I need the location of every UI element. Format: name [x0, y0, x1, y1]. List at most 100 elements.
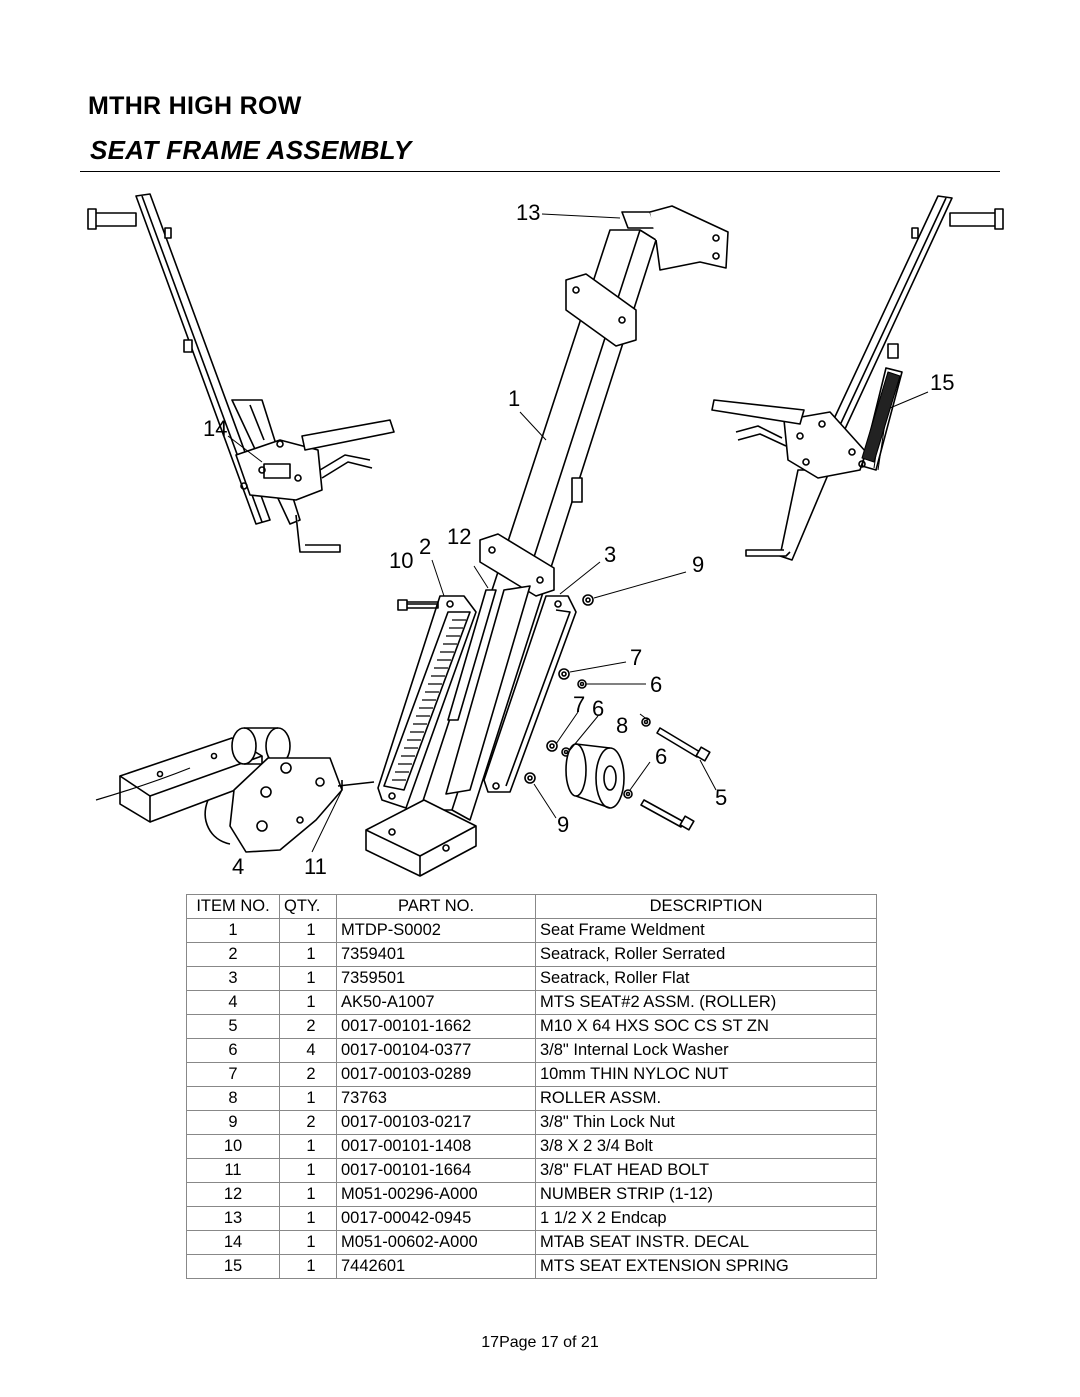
qty: 1 — [279, 918, 337, 943]
leader-lines — [227, 213, 929, 853]
part-no: 7359401 — [336, 942, 536, 967]
description: Seatrack, Roller Flat — [535, 966, 877, 991]
description: 3/8" Internal Lock Washer — [535, 1038, 877, 1063]
qty: 1 — [279, 1086, 337, 1111]
part-no: 0017-00101-1662 — [336, 1014, 536, 1039]
item-no: 12 — [186, 1182, 280, 1207]
item-no: 5 — [186, 1014, 280, 1039]
callout-11: 11 — [304, 854, 327, 879]
right-frame-view — [711, 195, 1004, 561]
item-no: 2 — [186, 942, 280, 967]
flat-seatrack — [445, 585, 577, 795]
callout-14: 14 — [203, 416, 227, 441]
part-no: MTDP-S0002 — [336, 918, 536, 943]
part-no: 7359501 — [336, 966, 536, 991]
description: 3/8" Thin Lock Nut — [535, 1110, 877, 1135]
roller-seat-assembly — [95, 727, 375, 853]
callout-6-upper: 6 — [650, 672, 662, 697]
header-divider — [80, 171, 1000, 172]
part-no: 0017-00104-0377 — [336, 1038, 536, 1063]
description: NUMBER STRIP (1-12) — [535, 1182, 877, 1207]
item-no: 10 — [186, 1134, 280, 1159]
part-no: 0017-00042-0945 — [336, 1206, 536, 1231]
callout-10: 10 — [389, 548, 413, 573]
left-frame-view — [87, 193, 395, 553]
item-no: 14 — [186, 1230, 280, 1255]
description: Seat Frame Weldment — [535, 918, 877, 943]
qty: 1 — [279, 1158, 337, 1183]
item-no: 8 — [186, 1086, 280, 1111]
qty: 2 — [279, 1110, 337, 1135]
part-no: 0017-00101-1408 — [336, 1134, 536, 1159]
callout-7-upper: 7 — [630, 645, 642, 670]
item-no: 11 — [186, 1158, 280, 1183]
part-no: AK50-A1007 — [336, 990, 536, 1015]
description: Seatrack, Roller Serrated — [535, 942, 877, 967]
callout-12: 12 — [447, 524, 471, 549]
item-no: 3 — [186, 966, 280, 991]
description: 1 1/2 X 2 Endcap — [535, 1206, 877, 1231]
item-no: 13 — [186, 1206, 280, 1231]
qty: 2 — [279, 1014, 337, 1039]
callout-3: 3 — [604, 542, 616, 567]
page-title: MTHR HIGH ROW — [88, 92, 302, 120]
part-no: M051-00602-A000 — [336, 1230, 536, 1255]
part-no: 0017-00103-0217 — [336, 1110, 536, 1135]
header-description: DESCRIPTION — [535, 894, 877, 919]
qty: 2 — [279, 1062, 337, 1087]
qty: 1 — [279, 966, 337, 991]
page-subtitle: SEAT FRAME ASSEMBLY — [90, 135, 412, 165]
main-frame-view — [365, 205, 729, 877]
description: 3/8" FLAT HEAD BOLT — [535, 1158, 877, 1183]
description: MTS SEAT#2 ASSM. (ROLLER) — [535, 990, 877, 1015]
table-header-row: ITEM NO. QTY. PART NO. DESCRIPTION — [186, 894, 877, 919]
callout-9-upper: 9 — [692, 552, 704, 577]
qty: 1 — [279, 1230, 337, 1255]
callout-13: 13 — [516, 200, 540, 225]
qty: 1 — [279, 1134, 337, 1159]
page-number: 17Page 17 of 21 — [481, 1334, 599, 1351]
callout-6-roller: 6 — [655, 744, 667, 769]
callout-7-lower: 7 — [573, 692, 585, 717]
header-item-no: ITEM NO. — [186, 894, 280, 919]
number-strip — [447, 589, 497, 721]
description: MTS SEAT EXTENSION SPRING — [535, 1254, 877, 1279]
qty: 1 — [279, 1182, 337, 1207]
qty: 4 — [279, 1038, 337, 1063]
part-no: 7442601 — [336, 1254, 536, 1279]
qty: 1 — [279, 942, 337, 967]
callout-labels: 13 1 14 15 10 2 12 3 9 7 6 7 6 8 6 5 9 4… — [203, 200, 954, 879]
qty: 1 — [279, 1254, 337, 1279]
callout-1: 1 — [508, 386, 520, 411]
extension-spring — [861, 371, 901, 463]
header-qty: QTY. — [279, 894, 337, 919]
exploded-assembly-drawing: 13 1 14 15 10 2 12 3 9 7 6 7 6 8 6 5 9 4… — [87, 193, 1004, 879]
description: MTAB SEAT INSTR. DECAL — [535, 1230, 877, 1255]
item-no: 1 — [186, 918, 280, 943]
hardware-parts — [397, 594, 711, 831]
item-no: 7 — [186, 1062, 280, 1087]
callout-5: 5 — [715, 785, 727, 810]
part-no: 0017-00103-0289 — [336, 1062, 536, 1087]
callout-8: 8 — [616, 713, 628, 738]
callout-6-lower: 6 — [592, 696, 604, 721]
serrated-seatrack — [377, 595, 477, 809]
callout-4: 4 — [232, 854, 244, 879]
callout-9-lower: 9 — [557, 812, 569, 837]
part-no: 73763 — [336, 1086, 536, 1111]
item-no: 6 — [186, 1038, 280, 1063]
part-no: M051-00296-A000 — [336, 1182, 536, 1207]
